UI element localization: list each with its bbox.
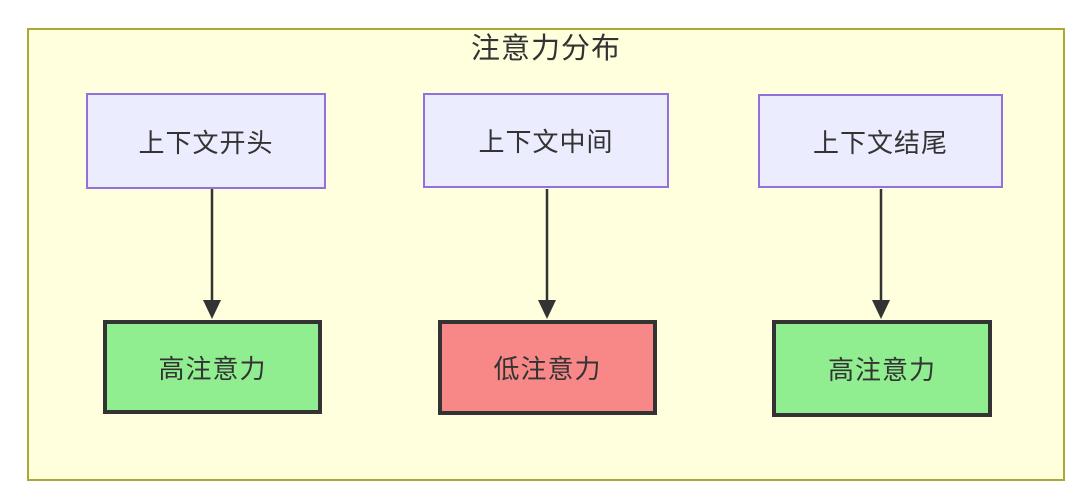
edge-arrow-start-to-high <box>203 189 221 319</box>
edge-arrow-middle-to-low <box>538 189 556 319</box>
arrowhead-down-icon <box>872 300 890 319</box>
arrowhead-down-icon <box>203 300 221 319</box>
node-low-attention: 低注意力 <box>438 320 657 415</box>
arrowhead-down-icon <box>538 300 556 319</box>
node-high-attention-2: 高注意力 <box>772 320 992 417</box>
node-high-attention-1: 高注意力 <box>103 320 322 414</box>
cluster-title: 注意力分布 <box>470 33 621 65</box>
node-context-start: 上下文开头 <box>86 93 326 189</box>
node-context-middle: 上下文中间 <box>423 93 669 188</box>
edge-arrow-end-to-high <box>872 189 890 319</box>
node-context-end: 上下文结尾 <box>758 94 1003 188</box>
